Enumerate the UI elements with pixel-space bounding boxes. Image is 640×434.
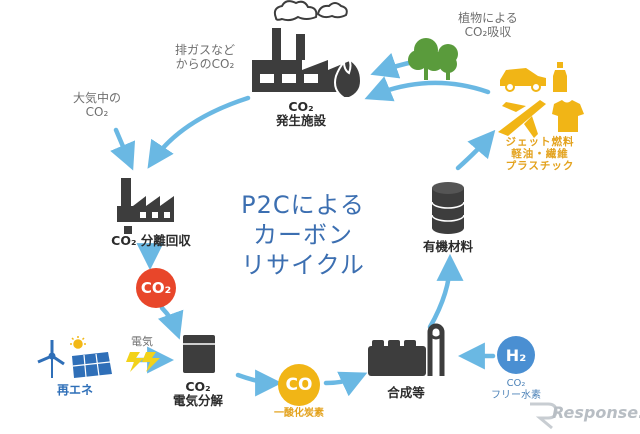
note-products-line-3: プラスチック	[505, 160, 575, 173]
shirt-icon	[552, 100, 584, 132]
sun-icon	[70, 336, 86, 349]
note-atmospheric-co2-line-2: CO₂	[85, 104, 109, 119]
arrow-plants-to-facility	[370, 52, 416, 79]
lightning-icon	[126, 352, 160, 372]
wind-turbine-icon	[37, 340, 65, 378]
label-separation-recovery: CO₂ 分離回収	[96, 233, 206, 248]
factory-icon	[117, 178, 174, 234]
arrow-products-to-facility	[364, 76, 491, 102]
note-co-gas: 一酸化炭素	[274, 408, 324, 419]
arrow-electrolysis-to-synthesis	[235, 369, 283, 397]
car-icon	[500, 68, 546, 92]
label-emission-facility: CO₂ 発生施設	[266, 99, 336, 129]
center-title-line-2: カーボン	[253, 221, 353, 249]
solar-panel-icon	[72, 352, 112, 378]
center-title-line-1: P2Cによる	[241, 191, 365, 219]
airplane-icon	[498, 100, 546, 138]
center-title: P2Cによる カーボン リサイクル	[208, 190, 398, 280]
label-emission-facility-line-2: 発生施設	[275, 113, 326, 129]
label-organic-materials: 有機材料	[412, 239, 484, 254]
note-co2-free-h2-line-1: CO₂	[506, 378, 526, 389]
trees-icon	[408, 38, 458, 80]
arrow-co-to-synthesis	[323, 371, 368, 397]
note-exhaust-gas: 排ガスなど からのCO₂	[162, 43, 248, 72]
note-electricity: 電気	[131, 335, 153, 348]
note-renewable: 再エネ	[56, 383, 93, 397]
arrow-co2-to-electrolysis	[157, 305, 184, 340]
note-exhaust-gas-line-2: からのCO₂	[175, 56, 235, 71]
label-separation-recovery-line-1: CO₂ 分離回収	[111, 233, 191, 248]
note-plant-absorption: 植物による CO₂吸収	[448, 11, 528, 40]
label-electrolysis-line-1: CO₂	[185, 379, 211, 394]
arrow-facility-to-separation	[147, 95, 251, 169]
note-plant-absorption-line-1: 植物による	[458, 11, 518, 25]
watermark-text: Response.	[552, 403, 640, 422]
note-co2-free-h2-line-2: フリー水素	[491, 389, 541, 401]
label-organic-materials-line-1: 有機材料	[422, 239, 473, 254]
note-products-line-2: 軽油・繊維	[511, 148, 569, 161]
note-atmospheric-co2-line-1: 大気中の	[72, 91, 121, 105]
barrel-icon	[431, 182, 465, 234]
label-synthesis: 合成等	[376, 385, 436, 400]
synthesis-plant-icon	[368, 323, 445, 376]
label-electrolysis: CO₂ 電気分解	[162, 379, 234, 409]
note-plant-absorption-line-2: CO₂吸収	[464, 24, 512, 39]
center-title-line-3: リサイクル	[241, 251, 365, 279]
label-synthesis-line-1: 合成等	[387, 385, 425, 400]
note-products-line-1: ジェット燃料	[505, 136, 575, 148]
label-emission-facility-line-1: CO₂	[288, 99, 314, 114]
note-atmospheric-co2: 大気中の CO₂	[62, 91, 132, 120]
electrolyzer-icon	[183, 335, 215, 373]
arrow-synthesis-to-organic	[427, 253, 464, 330]
note-products: ジェット燃料 軽油・繊維 プラスチック	[490, 136, 590, 172]
label-electrolysis-line-2: 電気分解	[172, 393, 223, 409]
co-badge: CO	[278, 364, 320, 406]
factory-fire-icon	[252, 0, 363, 99]
response-logo-icon	[530, 402, 558, 430]
arrow-organic-to-products	[455, 129, 496, 171]
note-co2-free-h2: CO₂ フリー水素	[484, 378, 548, 401]
arrow-atmosphere-to-separation	[110, 127, 136, 171]
co2-badge: CO₂	[136, 268, 176, 308]
note-exhaust-gas-line-1: 排ガスなど	[174, 43, 235, 57]
h2-badge: H₂	[497, 336, 535, 374]
bottle-icon	[553, 62, 567, 92]
